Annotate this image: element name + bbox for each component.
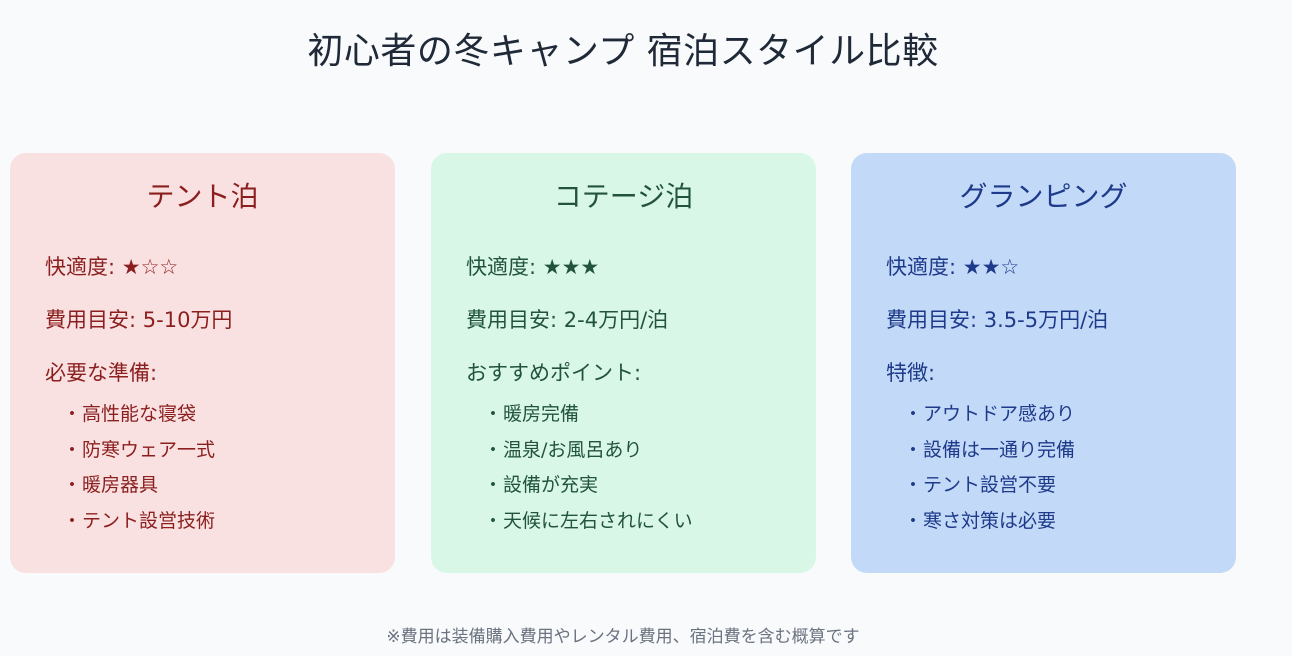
bullet-icon: ・ (62, 403, 82, 425)
list-heading: 必要な準備: (45, 361, 158, 385)
card-tent: テント泊 快適度: ★☆☆ 費用目安: 5-10万円 必要な準備: ・高性能な寝… (10, 153, 395, 573)
list-item: ・温泉/お風呂あり (483, 433, 693, 469)
list-item: ・高性能な寝袋 (62, 397, 215, 433)
bullet-icon: ・ (483, 403, 503, 425)
cost-value: 5-10万円 (142, 308, 233, 332)
list-item: ・テント設営技術 (62, 504, 215, 540)
page-title: 初心者の冬キャンプ 宿泊スタイル比較 (307, 31, 939, 72)
card-cottage: コテージ泊 快適度: ★★★ 費用目安: 2-4万円/泊 おすすめポイント: ・… (431, 153, 816, 573)
list-item: ・暖房器具 (62, 468, 215, 504)
bullet-icon: ・ (483, 438, 503, 461)
list-item: ・アウトドア感あり (903, 397, 1075, 433)
bullet-icon: ・ (903, 474, 923, 496)
cost-label: 費用目安: (886, 308, 978, 332)
list-item: ・寒さ対策は必要 (903, 504, 1075, 540)
bullet-icon: ・ (903, 403, 923, 425)
cost-value: 2-4万円/泊 (563, 308, 669, 332)
list-item: ・設備が充実 (483, 468, 693, 504)
list-item: ・天候に左右されにくい (483, 504, 692, 540)
bullet-icon: ・ (62, 438, 82, 461)
item-list: ・アウトドア感あり ・設備は一通り完備 ・テント設営不要 ・寒さ対策は必要 (903, 397, 1075, 539)
comfort-label: 快適度: (466, 255, 537, 279)
comfort-row: 快適度: ★★★ (466, 251, 599, 281)
item-list: ・高性能な寝袋 ・防寒ウェア一式 ・暖房器具 ・テント設営技術 (62, 397, 215, 539)
item-list: ・暖房完備 ・温泉/お風呂あり ・設備が充実 ・天候に左右されにくい (483, 397, 693, 540)
card-title: グランピング (959, 180, 1128, 213)
list-item: ・設備は一通り完備 (903, 433, 1075, 469)
list-heading: おすすめポイント: (466, 361, 642, 385)
bullet-icon: ・ (903, 438, 923, 461)
list-item: ・防寒ウェア一式 (62, 433, 215, 469)
bullet-icon: ・ (62, 474, 82, 496)
footnote: ※費用は装備購入費用やレンタル費用、宿泊費を含む概算です (386, 627, 860, 647)
comfort-stars-icon: ★☆☆ (121, 255, 179, 279)
card-title: コテージ泊 (553, 180, 694, 213)
comfort-stars-icon: ★★★ (542, 255, 600, 279)
cost-row: 費用目安: 3.5-5万円/泊 (886, 304, 1108, 334)
comfort-row: 快適度: ★★☆ (886, 251, 1019, 281)
list-heading: 特徴: (886, 361, 936, 385)
cost-label: 費用目安: (45, 308, 137, 332)
cost-value: 3.5-5万円/泊 (983, 308, 1109, 332)
bullet-icon: ・ (483, 474, 503, 496)
bullet-icon: ・ (483, 509, 503, 532)
list-item: ・暖房完備 (483, 397, 693, 433)
list-item: ・テント設営不要 (903, 468, 1075, 504)
cost-label: 費用目安: (466, 308, 558, 332)
cost-row: 費用目安: 5-10万円 (45, 304, 232, 334)
comfort-stars-icon: ★★☆ (962, 255, 1020, 279)
comfort-label: 快適度: (45, 255, 116, 279)
card-glamping: グランピング 快適度: ★★☆ 費用目安: 3.5-5万円/泊 特徴: ・アウト… (851, 153, 1236, 573)
comfort-label: 快適度: (886, 255, 957, 279)
card-title: テント泊 (146, 180, 259, 213)
cost-row: 費用目安: 2-4万円/泊 (466, 304, 668, 334)
bullet-icon: ・ (903, 509, 923, 532)
comfort-row: 快適度: ★☆☆ (45, 251, 178, 281)
bullet-icon: ・ (62, 509, 82, 532)
